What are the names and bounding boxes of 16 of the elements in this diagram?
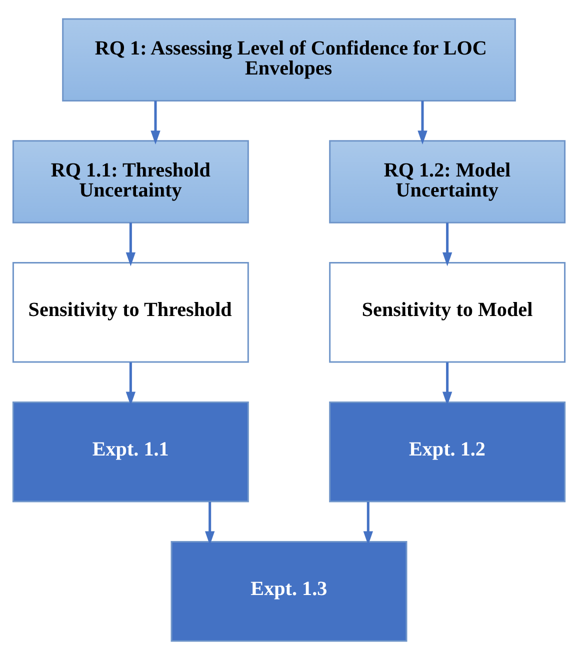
arrow — [418, 100, 428, 145]
node-box: Expt. 1.3 — [170, 540, 408, 642]
arrow — [442, 362, 452, 406]
node-box: RQ 1.2: Model Uncertainty — [329, 140, 566, 224]
arrow — [363, 502, 373, 546]
arrow — [126, 222, 136, 266]
node-box: Expt. 1.2 — [329, 402, 566, 502]
arrow — [150, 100, 160, 145]
node-box: RQ 1: Assessing Level of Confidence for LOC Envelopes — [62, 18, 516, 102]
arrow — [442, 222, 452, 266]
arrow — [126, 362, 136, 406]
node-box: RQ 1.1: Threshold Uncertainty — [12, 140, 249, 224]
node-box: Sensitivity to Model — [329, 262, 566, 363]
arrow — [205, 502, 215, 546]
node-box: Sensitivity to Threshold — [12, 262, 249, 363]
node-box: Expt. 1.1 — [12, 402, 249, 502]
